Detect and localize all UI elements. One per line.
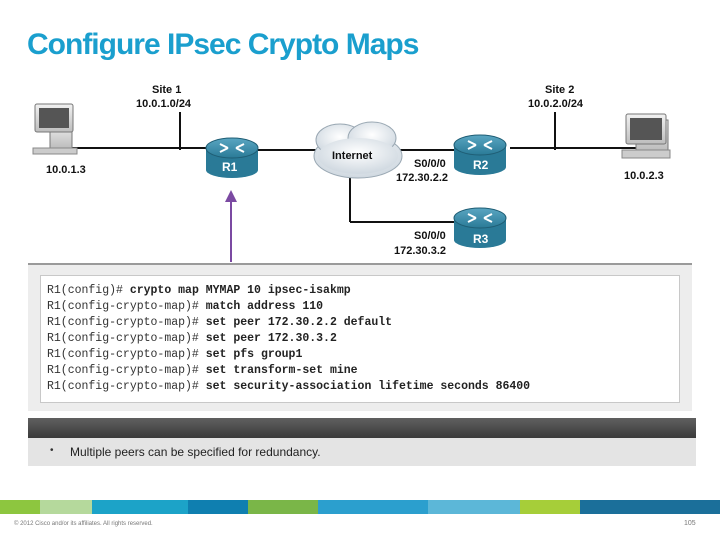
footer-segment bbox=[188, 500, 248, 514]
config-arrow-icon bbox=[225, 190, 237, 262]
network-links bbox=[62, 112, 650, 223]
config-line: R1(config-crypto-map)# set peer 172.30.2… bbox=[47, 316, 392, 332]
r2-ip: 172.30.2.2 bbox=[396, 172, 448, 184]
note-text: Multiple peers can be specified for redu… bbox=[70, 445, 321, 459]
host-left-ip: 10.0.1.3 bbox=[46, 164, 86, 176]
config-command: set peer 172.30.2.2 default bbox=[205, 316, 393, 329]
footer-segment bbox=[40, 500, 92, 514]
site1-network: 10.0.1.0/24 bbox=[136, 98, 192, 110]
config-line: R1(config-crypto-map)# set peer 172.30.3… bbox=[47, 332, 337, 348]
host-left-computer-icon bbox=[32, 103, 78, 155]
config-prompt: R1(config-crypto-map)# bbox=[47, 316, 206, 329]
config-line: R1(config-crypto-map)# match address 110 bbox=[47, 300, 323, 316]
note-header-bar bbox=[28, 418, 696, 438]
config-command: match address 110 bbox=[205, 300, 324, 313]
r3-ip: 172.30.3.2 bbox=[394, 245, 446, 257]
note-panel: • Multiple peers can be specified for re… bbox=[28, 418, 696, 466]
config-line: R1(config-crypto-map)# set pfs group1 bbox=[47, 348, 302, 364]
router-r3-icon bbox=[453, 207, 507, 248]
config-command: set transform-set mine bbox=[205, 364, 358, 377]
site2-name: Site 2 bbox=[545, 84, 575, 96]
topology-diagram bbox=[32, 103, 671, 262]
config-command: set peer 172.30.3.2 bbox=[205, 332, 337, 345]
config-prompt: R1(config)# bbox=[47, 284, 130, 297]
router-r1-name: R1 bbox=[222, 160, 238, 174]
router-r2-name: R2 bbox=[473, 158, 489, 172]
footer-segment bbox=[318, 500, 428, 514]
footer-segment bbox=[0, 500, 40, 514]
config-prompt: R1(config-crypto-map)# bbox=[47, 300, 206, 313]
config-command: set pfs group1 bbox=[205, 348, 303, 361]
footer-color-bar bbox=[0, 500, 720, 514]
config-prompt: R1(config-crypto-map)# bbox=[47, 332, 206, 345]
copyright-text: © 2012 Cisco and/or its affiliates. All … bbox=[14, 521, 153, 527]
page-number: 105 bbox=[684, 520, 696, 527]
r2-interface: S0/0/0 bbox=[414, 158, 446, 170]
footer-segment bbox=[520, 500, 580, 514]
note-bullet: • bbox=[50, 445, 54, 456]
internet-cloud-icon bbox=[313, 121, 403, 179]
page-title: Configure IPsec Crypto Maps bbox=[27, 28, 419, 61]
footer-segment bbox=[580, 500, 720, 514]
site1-name: Site 1 bbox=[152, 84, 182, 96]
config-command: set security-association lifetime second… bbox=[205, 380, 531, 393]
host-right-ip: 10.0.2.3 bbox=[624, 170, 664, 182]
footer-segment bbox=[92, 500, 188, 514]
config-command: crypto map MYMAP 10 ipsec-isakmp bbox=[129, 284, 351, 297]
config-line: R1(config)# crypto map MYMAP 10 ipsec-is… bbox=[47, 284, 351, 300]
config-line: R1(config-crypto-map)# set transform-set… bbox=[47, 364, 358, 380]
footer-segment bbox=[428, 500, 520, 514]
router-r3-name: R3 bbox=[473, 232, 489, 246]
config-line: R1(config-crypto-map)# set security-asso… bbox=[47, 380, 530, 396]
footer-segment bbox=[248, 500, 318, 514]
router-r2-icon bbox=[453, 134, 507, 175]
config-prompt: R1(config-crypto-map)# bbox=[47, 380, 206, 393]
config-prompt: R1(config-crypto-map)# bbox=[47, 348, 206, 361]
site2-network: 10.0.2.0/24 bbox=[528, 98, 584, 110]
internet-label: Internet bbox=[332, 150, 373, 162]
router-r1-icon bbox=[205, 137, 259, 178]
config-prompt: R1(config-crypto-map)# bbox=[47, 364, 206, 377]
config-panel: R1(config)# crypto map MYMAP 10 ipsec-is… bbox=[28, 263, 692, 411]
host-right-computer-icon bbox=[621, 113, 671, 159]
r3-interface: S0/0/0 bbox=[414, 230, 446, 242]
config-listing: R1(config)# crypto map MYMAP 10 ipsec-is… bbox=[40, 275, 680, 403]
